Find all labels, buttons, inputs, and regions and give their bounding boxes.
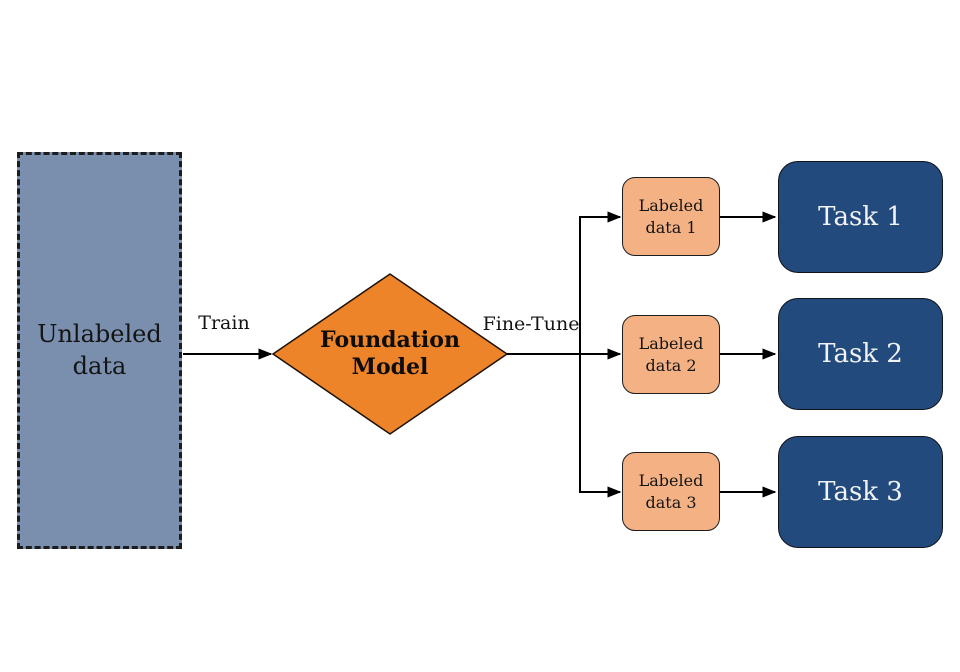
labeled-data-node-2: Labeled data 2 [622,315,720,394]
fine-tune-edge-label: Fine-Tune [482,313,580,335]
labeled-data-label-2: Labeled data 2 [638,333,704,375]
labeled-data-node-3: Labeled data 3 [622,452,720,531]
foundation-model-diamond-shape [271,273,509,435]
unlabeled-data-node: Unlabeled data [17,152,182,549]
labeled-data-label-1: Labeled data 1 [638,195,704,237]
labeled-data-node-1: Labeled data 1 [622,177,720,256]
task-label-1: Task 1 [818,202,903,232]
unlabeled-data-label: Unlabeled data [37,320,162,380]
labeled-data-label-3: Labeled data 3 [638,470,704,512]
task-node-3: Task 3 [778,436,943,548]
task-label-2: Task 2 [818,339,903,369]
train-edge-label: Train [198,312,250,334]
task-node-2: Task 2 [778,298,943,410]
task-label-3: Task 3 [818,477,903,507]
task-node-1: Task 1 [778,161,943,273]
